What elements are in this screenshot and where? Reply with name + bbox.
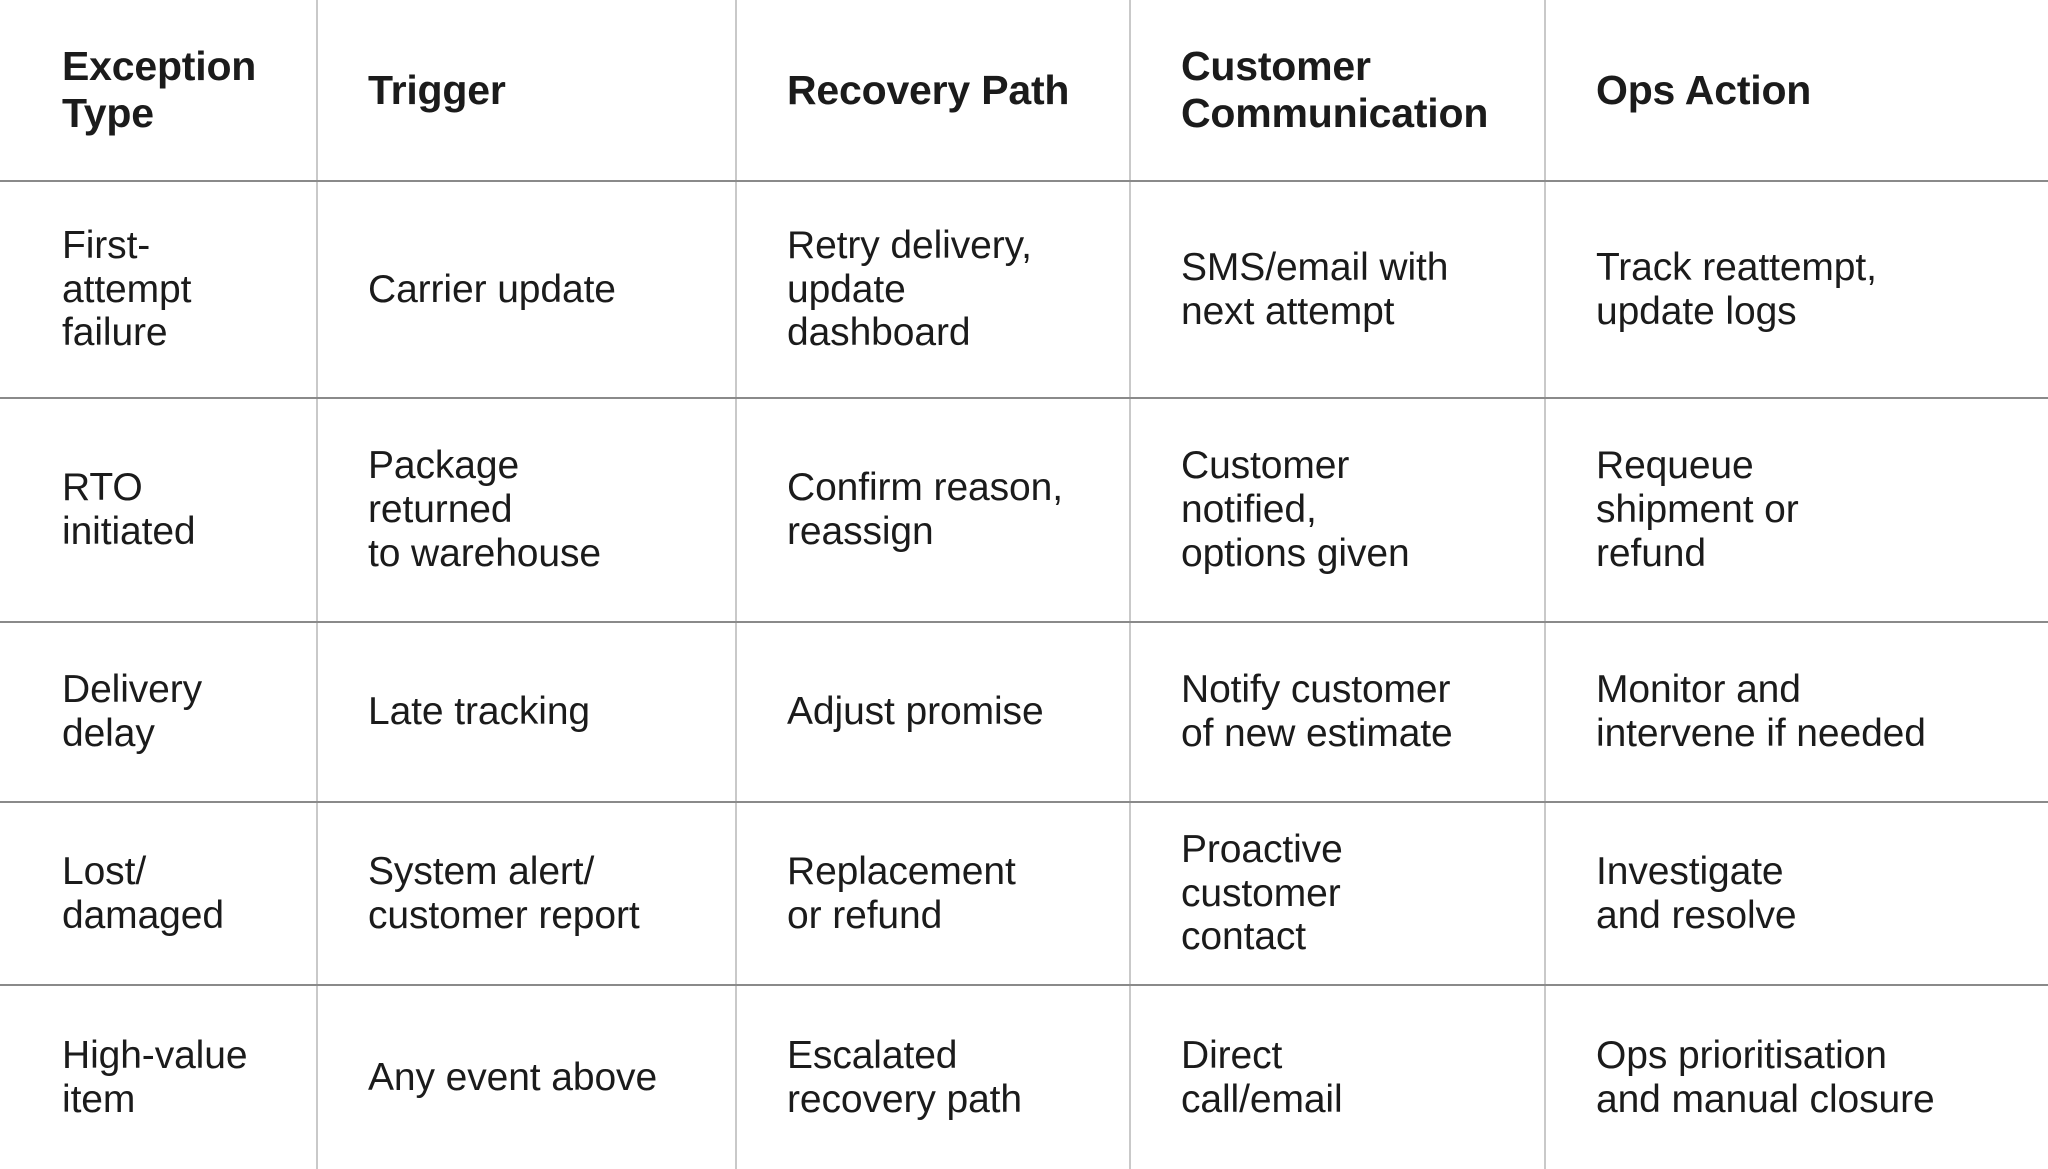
cell-line: recovery path	[787, 1077, 1022, 1121]
cell-line: next attempt	[1181, 289, 1395, 333]
cell-line: options given	[1181, 531, 1410, 575]
cell-line: and resolve	[1596, 893, 1797, 937]
cell-line: contact	[1181, 915, 1307, 959]
cell-line: call/email	[1181, 1077, 1343, 1121]
cell-line: notified,	[1181, 488, 1317, 532]
cell-trigger: System alert/customer report	[317, 802, 737, 986]
cell-line: Communication	[1181, 90, 1489, 136]
cell-line: intervene if needed	[1596, 712, 1926, 755]
column-header-ops-action: Ops Action	[1545, 0, 2048, 182]
cell-line: Recovery Path	[787, 66, 1070, 113]
cell-line: Exception	[62, 43, 257, 90]
cell-line: update logs	[1596, 289, 1797, 333]
cell-line: initiated	[62, 510, 196, 553]
cell-trigger: Late tracking	[317, 622, 737, 803]
cell-line: or refund	[787, 893, 943, 937]
cell-line: Lost/	[62, 849, 147, 893]
cell-line: reassign	[787, 510, 934, 553]
cell-line: returned	[368, 488, 513, 532]
cell-line: customer	[1181, 871, 1341, 915]
cell-line: Monitor and	[1596, 668, 1801, 712]
cell-line: damaged	[62, 893, 224, 937]
cell-ops-action: Track reattempt,update logs	[1545, 181, 2048, 399]
cell-line: Requeue	[1596, 444, 1754, 488]
cell-line: Direct	[1181, 1033, 1283, 1077]
cell-line: Customer	[1181, 43, 1371, 90]
table-row: Lost/damaged System alert/customer repor…	[0, 802, 2048, 986]
cell-line: customer report	[368, 893, 640, 937]
cell-trigger: Carrier update	[317, 181, 737, 399]
cell-line: Escalated	[787, 1033, 958, 1077]
cell-line: Late tracking	[368, 690, 590, 734]
cell-line: shipment or	[1596, 488, 1799, 532]
cell-line: Ops Action	[1596, 66, 1812, 113]
cell-recovery-path: Adjust promise	[736, 622, 1131, 803]
cell-trigger: Any event above	[317, 985, 737, 1169]
cell-line: Adjust promise	[787, 690, 1044, 734]
cell-line: Package	[368, 444, 520, 488]
cell-line: to warehouse	[368, 531, 601, 575]
cell-line: SMS/email with	[1181, 245, 1449, 289]
cell-line: refund	[1596, 531, 1706, 575]
cell-line: Investigate	[1596, 849, 1784, 893]
cell-line: failure	[62, 311, 168, 355]
cell-line: delay	[62, 712, 155, 755]
cell-line: Customer	[1181, 444, 1350, 488]
cell-exception-type: Lost/damaged	[0, 802, 318, 986]
cell-line: First-	[62, 223, 151, 267]
cell-line: item	[62, 1077, 136, 1121]
cell-line: attempt	[62, 267, 192, 311]
cell-line: Replacement	[787, 849, 1016, 893]
cell-line: Carrier update	[368, 267, 616, 311]
cell-line: Type	[62, 90, 154, 136]
cell-line: System alert/	[368, 849, 595, 893]
cell-line: RTO	[62, 466, 143, 510]
cell-line: Trigger	[368, 66, 506, 113]
cell-line: Any event above	[368, 1055, 658, 1099]
column-header-recovery-path: Recovery Path	[736, 0, 1131, 182]
cell-line: Retry delivery,	[787, 223, 1032, 267]
cell-line: of new estimate	[1181, 712, 1453, 755]
cell-line: Track reattempt,	[1596, 245, 1877, 289]
cell-line: Delivery	[62, 668, 203, 712]
cell-recovery-path: Confirm reason,reassign	[736, 398, 1131, 623]
cell-line: Notify customer	[1181, 668, 1451, 712]
cell-line: Confirm reason,	[787, 466, 1063, 510]
cell-line: Ops prioritisation	[1596, 1033, 1887, 1077]
cell-line: dashboard	[787, 311, 971, 355]
cell-line: and manual closure	[1596, 1077, 1935, 1121]
column-header-trigger: Trigger	[317, 0, 737, 182]
cell-line: High-value	[62, 1033, 248, 1077]
cell-line: update	[787, 267, 906, 311]
cell-line: Proactive	[1181, 827, 1343, 871]
